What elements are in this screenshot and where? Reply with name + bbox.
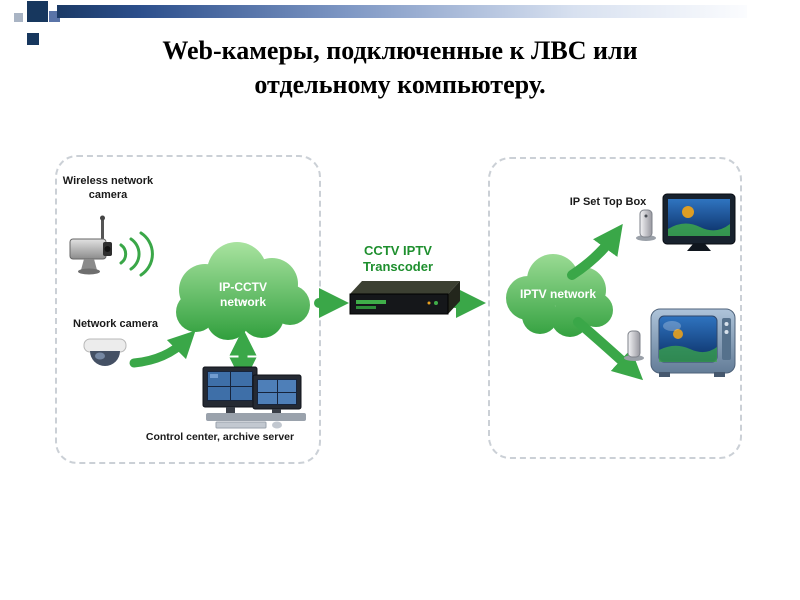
deco-square-large [27, 1, 48, 22]
ip-cctv-network-label: IP-CCTV network [219, 280, 267, 309]
transcoder-illustration [349, 281, 460, 315]
iptv-network-label: IPTV network [520, 287, 597, 301]
set-top-box-label: IP Set Top Box [569, 196, 647, 208]
slide-title: Web-камеры, подключенные к ЛВС или отдел… [162, 36, 638, 99]
deco-square-gray [14, 13, 23, 22]
transcoder-label: CCTV IPTV Transcoder [362, 243, 434, 275]
deco-square-small [49, 11, 60, 22]
control-center-label: Control center, archive server [145, 431, 295, 443]
header-gradient-bar [57, 5, 747, 18]
network-camera-label: Network camera [73, 318, 158, 330]
wireless-camera-label: Wireless network camera [62, 175, 154, 201]
deco-square-lower [27, 33, 39, 45]
iptv-segment-panel [488, 157, 742, 459]
